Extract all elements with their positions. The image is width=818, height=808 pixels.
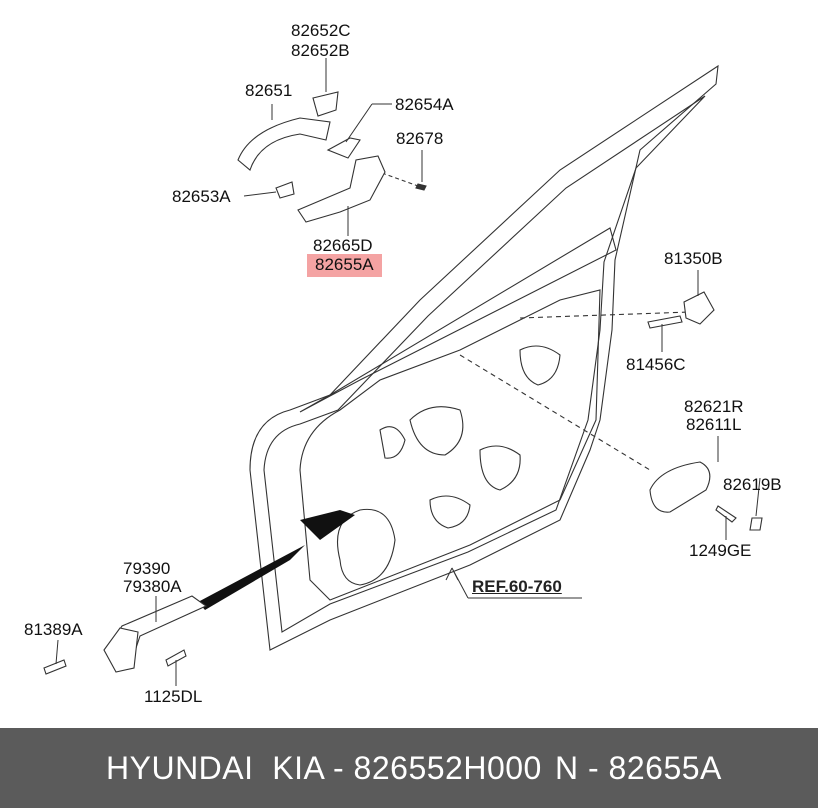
striker: [683, 291, 715, 325]
label-81350b: 81350B: [664, 249, 723, 268]
label-1249ge: 1249GE: [689, 541, 752, 560]
label-82654a: 82654A: [395, 95, 454, 114]
gasket-82653a: [275, 181, 295, 199]
footer-part-code: N - 82655A: [555, 750, 722, 786]
reference-link-label: REF.60-760: [472, 577, 562, 596]
pointer-wedge: [198, 545, 305, 610]
label-82619b: 82619B: [723, 475, 782, 494]
label-81389a: 81389A: [24, 620, 83, 639]
label-79390: 79390: [123, 559, 171, 578]
label-82652c: 82652C: [291, 21, 351, 40]
label-82665d: 82665D: [313, 236, 373, 255]
label-82611l: 82611L: [686, 415, 742, 434]
inner-panel: [299, 289, 601, 601]
handle-cap: [312, 91, 339, 117]
window-frame: [299, 227, 617, 413]
checker-bracket: [103, 627, 139, 673]
door-frame-outline: [249, 64, 719, 651]
door-frame-inner: [263, 95, 706, 633]
label-82651: 82651: [245, 81, 293, 100]
handle-bracket: [297, 155, 386, 223]
lock-actuator: [300, 510, 355, 540]
leader-dash: [459, 354, 651, 471]
label-82652b: 82652B: [291, 41, 350, 60]
label-1125dl: 1125DL: [144, 687, 203, 706]
label-79380a: 79380A: [123, 577, 182, 596]
gasket-82654a: [326, 137, 361, 159]
bolt-1249ge: [715, 505, 737, 523]
label-82655a-highlighted: 82655A: [307, 254, 382, 277]
ref-pointer: [445, 567, 582, 599]
label-82678: 82678: [396, 129, 444, 148]
bolt-81456c: [647, 315, 683, 329]
screw-82678: [415, 183, 427, 191]
door-parts-diagram: [43, 58, 763, 686]
footer-part-number: HYUNDAI KIA - 826552H000: [106, 750, 542, 786]
inside-handle: [649, 461, 711, 513]
label-82653a: 82653A: [172, 187, 231, 206]
label-81456c: 81456C: [626, 355, 686, 374]
bolt-81389a: [43, 659, 67, 675]
cap-82619b: [749, 517, 763, 531]
outside-handle: [237, 117, 331, 171]
part-number-footer: HYUNDAI KIA - 826552H000 N - 82655A: [0, 728, 818, 808]
bolt-1125dl: [165, 649, 187, 667]
label-82621r: 82621R: [684, 397, 744, 416]
